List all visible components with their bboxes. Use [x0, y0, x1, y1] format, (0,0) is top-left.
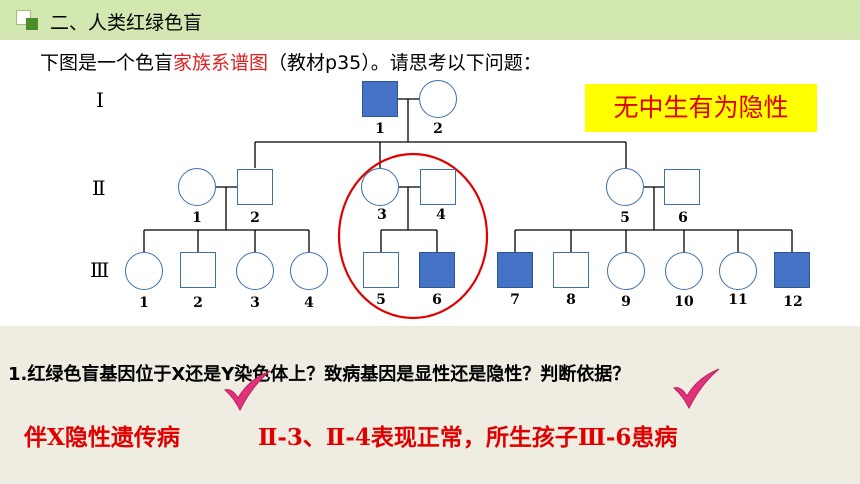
pedigree-lines [143, 98, 793, 320]
recessive-callout: 无中生有为隐性 [585, 84, 817, 132]
individual-number: 5 [620, 210, 630, 226]
generation-label-3: Ⅲ [90, 258, 110, 282]
male-symbol-affected [774, 252, 810, 288]
female-symbol [719, 252, 757, 290]
female-symbol [419, 80, 457, 118]
individual-number: 10 [674, 294, 694, 310]
female-symbol [361, 168, 399, 206]
male-symbol-affected [497, 252, 533, 288]
individual-number: 2 [250, 210, 260, 226]
answer-inheritance: 伴X隐性遗传病 [24, 424, 180, 451]
checkmark-icon [223, 370, 271, 412]
individual-number: 1 [375, 121, 385, 137]
generation-label-2: Ⅱ [92, 176, 106, 200]
section-title: 二、人类红绿色盲 [50, 12, 203, 34]
female-symbol [236, 252, 274, 290]
individual-number: 11 [728, 292, 748, 308]
individual-number: 9 [621, 294, 631, 310]
individual-number: 4 [304, 295, 314, 311]
individual-number: 3 [250, 295, 260, 311]
male-symbol [420, 169, 456, 205]
intro-highlight: 家族系谱图 [173, 52, 269, 74]
male-symbol [363, 252, 399, 288]
female-symbol [665, 252, 703, 290]
female-symbol [606, 168, 644, 206]
male-symbol-affected [419, 252, 455, 288]
intro-text: 下图是一个色盲家族系谱图（教材p35）。请思考以下问题： [40, 48, 542, 75]
male-symbol-affected [362, 81, 398, 117]
female-symbol [125, 252, 163, 290]
question-panel [0, 326, 860, 484]
female-symbol [607, 252, 645, 290]
male-symbol [553, 252, 589, 288]
question-text: 1.红绿色盲基因位于X还是Y染色体上？致病基因是显性还是隐性？判断依据？ [8, 364, 631, 385]
generation-label-1: Ⅰ [96, 88, 104, 112]
individual-number: 6 [432, 292, 442, 308]
individual-number: 2 [433, 121, 443, 137]
highlight-circle [337, 152, 489, 320]
individual-number: 12 [783, 294, 803, 310]
individual-number: 8 [566, 292, 576, 308]
intro-suffix: （教材p35）。请思考以下问题： [268, 52, 542, 74]
individual-number: 1 [139, 295, 149, 311]
female-symbol [178, 168, 216, 206]
intro-prefix: 下图是一个色盲 [40, 52, 174, 74]
individual-number: 3 [377, 207, 387, 223]
individual-number: 5 [376, 292, 386, 308]
header-square-green-icon [26, 18, 38, 30]
checkmark-icon [672, 368, 720, 410]
male-symbol [237, 169, 273, 205]
individual-number: 4 [436, 207, 446, 223]
male-symbol [180, 252, 216, 288]
answer-reason: Ⅱ-3、Ⅱ-4表现正常，所生孩子Ⅲ-6患病 [258, 424, 678, 451]
individual-number: 6 [678, 210, 688, 226]
male-symbol [664, 169, 700, 205]
individual-number: 2 [193, 295, 203, 311]
female-symbol [290, 252, 328, 290]
individual-number: 7 [510, 292, 520, 308]
individual-number: 1 [192, 210, 202, 226]
header-bar [0, 0, 860, 40]
